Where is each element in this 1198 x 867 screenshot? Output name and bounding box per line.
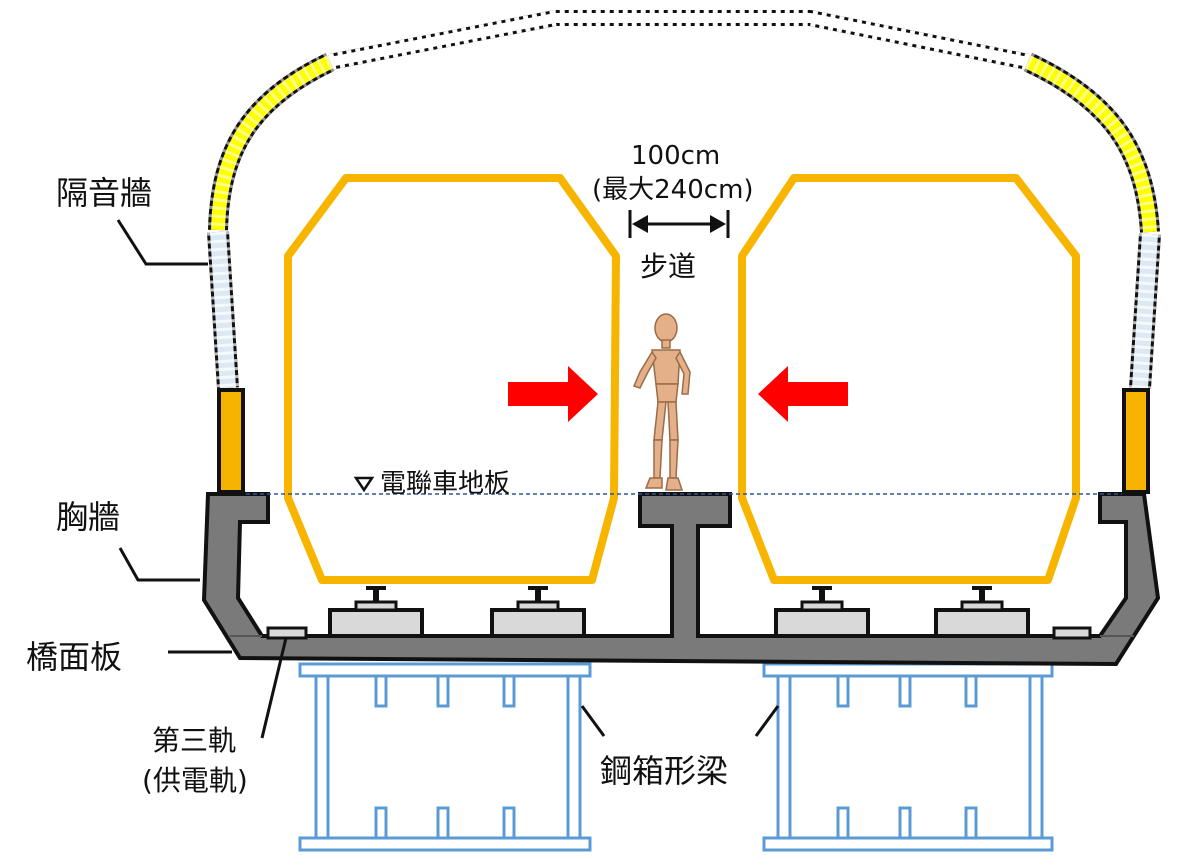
third-rail-right [1052, 626, 1092, 640]
noise-barrier-left [207, 52, 335, 494]
label-noise-barrier: 隔音牆 [56, 174, 152, 212]
label-walkway: 步道 [640, 250, 696, 283]
track-rail-1 [328, 586, 424, 638]
noise-barrier-roof [328, 9, 1030, 70]
label-deck-slab: 橋面板 [26, 638, 122, 676]
track-rail-4 [934, 586, 1030, 638]
label-car-floor: 電聯車地板 [380, 469, 510, 499]
label-width-max: (最大240cm) [592, 175, 754, 205]
train-car-left [284, 174, 620, 584]
person-figure-icon [632, 313, 691, 491]
train-car-right [738, 174, 1080, 584]
deck-slab [201, 492, 1161, 667]
track-rail-2 [490, 586, 586, 638]
track-rail-3 [774, 586, 870, 638]
third-rail-left [266, 626, 308, 640]
label-steel-box-girder: 鋼箱形梁 [600, 752, 728, 790]
label-third-rail: 第三軌 [152, 724, 236, 757]
arrow-left-icon [758, 366, 848, 422]
walkway-dimension [628, 210, 730, 238]
steel-box-girder-right [762, 662, 1054, 852]
leader-lines [116, 219, 780, 739]
noise-barrier-right [1023, 52, 1161, 494]
floor-level-marker-icon [353, 476, 375, 493]
label-parapet: 胸牆 [56, 498, 120, 536]
label-third-rail-sub: (供電軌) [142, 764, 248, 797]
arrow-right-icon [508, 366, 598, 422]
steel-box-girder-left [298, 662, 592, 852]
label-width: 100cm [631, 141, 720, 171]
